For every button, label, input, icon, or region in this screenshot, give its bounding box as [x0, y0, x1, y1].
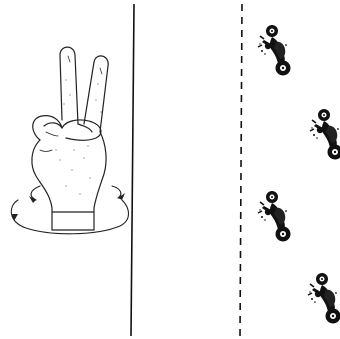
hand-shading [55, 79, 101, 194]
motorbike-rider-icon [310, 109, 340, 160]
motorbike-group [258, 25, 340, 324]
motorbike-rider-icon [258, 25, 291, 76]
dashed-divider [240, 4, 242, 336]
peace-sign-hand-icon [32, 47, 108, 230]
wrist-rotation-arrows [11, 186, 128, 234]
solid-divider [131, 4, 134, 336]
motorbike-rider-icon [258, 191, 291, 242]
motorbike-rider-icon [308, 273, 340, 324]
rotation-arrowheads [12, 193, 125, 221]
